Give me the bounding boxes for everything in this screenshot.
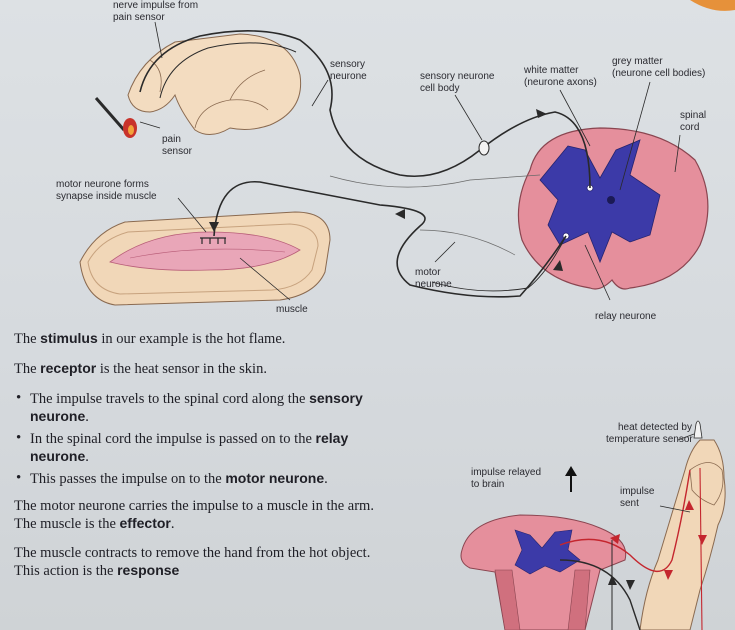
label-sensory-neurone-1: sensory: [330, 59, 365, 70]
top-diagram-labels: nerve impulse from pain sensor sensory n…: [56, 0, 706, 322]
label-white-matter-1: white matter: [523, 65, 579, 76]
label-white-matter-2: (neurone axons): [524, 77, 597, 88]
paragraph-response: The muscle contracts to remove the hand …: [14, 545, 371, 579]
label-motor-neurone-2: neurone: [415, 279, 452, 290]
label-nerve-impulse-1: nerve impulse from: [113, 0, 198, 11]
term-motor-neurone: motor neurone: [225, 470, 325, 486]
label-grey-matter-2: (neurone cell bodies): [612, 68, 705, 79]
label-impulse-relayed-2: to brain: [471, 479, 504, 490]
synapse-branches: [200, 237, 226, 244]
label-motor-neurone-1: motor: [415, 267, 441, 278]
motor-neurone-pathway: [213, 181, 567, 298]
paragraph-receptor: The receptor is the heat sensor in the s…: [14, 360, 267, 377]
hand-illustration: [127, 33, 302, 135]
leader-lines: [139, 21, 681, 301]
list-item: The impulse travels to the spinal cord a…: [14, 390, 374, 426]
impulse-arrows: [209, 109, 563, 271]
label-impulse-sent-1: impulse: [620, 486, 655, 497]
label-heat-detected-1: heat detected by: [618, 422, 692, 433]
arm-illustration: [79, 211, 331, 306]
list-item: In the spinal cord the impulse is passed…: [14, 430, 374, 466]
paragraph-stimulus: The stimulus in our example is the hot f…: [14, 330, 286, 347]
label-cell-body-1: sensory neurone: [420, 71, 495, 82]
label-pain-sensor-1: pain: [162, 134, 181, 145]
term-stimulus: stimulus: [40, 330, 98, 346]
small-reflex-diagram: [460, 420, 726, 630]
label-cell-body-2: cell body: [420, 83, 459, 94]
sensory-cell-body: [478, 140, 490, 156]
grey-matter-shape: [539, 139, 661, 264]
label-impulse-sent-2: sent: [620, 498, 639, 509]
label-spinal-cord-2: cord: [680, 122, 699, 133]
label-motor-synapse-1: motor neurone forms: [56, 179, 149, 190]
pathway-bullet-list: The impulse travels to the spinal cord a…: [14, 390, 374, 488]
label-nerve-impulse-2: pain sensor: [113, 12, 165, 23]
term-sensory-neurone: sensory neurone: [30, 390, 363, 424]
term-receptor: receptor: [40, 360, 97, 376]
label-motor-synapse-2: synapse inside muscle: [56, 191, 157, 202]
label-impulse-relayed-1: impulse relayed: [471, 467, 541, 478]
label-sensory-neurone-2: neurone: [330, 71, 367, 82]
list-item: This passes the impulse on to the motor …: [14, 470, 374, 488]
muscle-shape: [109, 231, 301, 271]
label-relay-neurone: relay neurone: [595, 311, 657, 322]
spinal-cord-cross-section: [517, 127, 709, 290]
label-grey-matter-1: grey matter: [612, 56, 663, 67]
corner-tab: [690, 0, 735, 11]
term-relay-neurone: relay neurone: [30, 430, 349, 464]
label-spinal-cord-1: spinal: [680, 110, 706, 121]
flame-illustration: [94, 97, 137, 138]
term-effector: effector: [119, 515, 171, 531]
small-diagram-labels: heat detected by temperature sensor impu…: [471, 422, 693, 509]
paragraph-effector: The motor neurone carries the impulse to…: [14, 498, 374, 532]
label-pain-sensor-2: sensor: [162, 146, 193, 157]
explanation-text: The stimulus in our example is the hot f…: [14, 330, 374, 592]
label-heat-detected-2: temperature sensor: [606, 434, 693, 445]
term-response: response: [117, 562, 180, 578]
label-muscle: muscle: [276, 304, 308, 315]
